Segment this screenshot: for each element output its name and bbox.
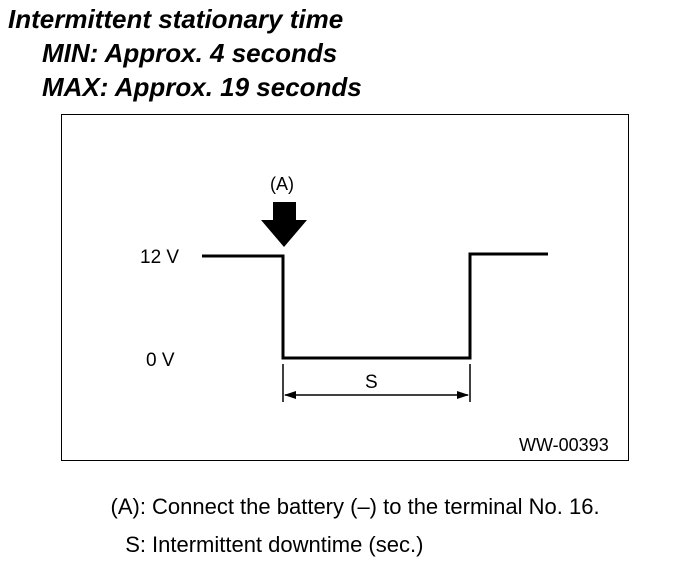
- marker-label: (A): [270, 174, 294, 194]
- legend-key-a: (A):: [110, 494, 146, 519]
- down-arrow-icon: [261, 202, 307, 247]
- legend: (A): Connect the battery (–) to the term…: [92, 488, 600, 564]
- legend-item-a: (A): Connect the battery (–) to the term…: [92, 488, 600, 526]
- label-12v: 12 V: [140, 247, 179, 268]
- label-0v: 0 V: [146, 350, 175, 371]
- diagram-heading: Intermittent stationary time MIN: Approx…: [8, 2, 362, 104]
- span-arrowhead-left: [284, 391, 296, 399]
- heading-title: Intermittent stationary time: [8, 4, 344, 34]
- legend-item-s: S: Intermittent downtime (sec.): [92, 526, 600, 564]
- legend-text-s: Intermittent downtime (sec.): [152, 532, 424, 557]
- span-label: S: [365, 372, 378, 393]
- heading-max-line: MAX: Approx. 19 seconds: [42, 72, 362, 102]
- voltage-waveform: [202, 252, 548, 360]
- heading-min-line: MIN: Approx. 4 seconds: [42, 38, 338, 68]
- figure-code: WW-00393: [519, 435, 609, 455]
- waveform-frame: [61, 114, 629, 461]
- span-arrowhead-right: [457, 391, 469, 399]
- legend-key-s: S:: [125, 532, 146, 557]
- legend-text-a: Connect the battery (–) to the terminal …: [152, 494, 600, 519]
